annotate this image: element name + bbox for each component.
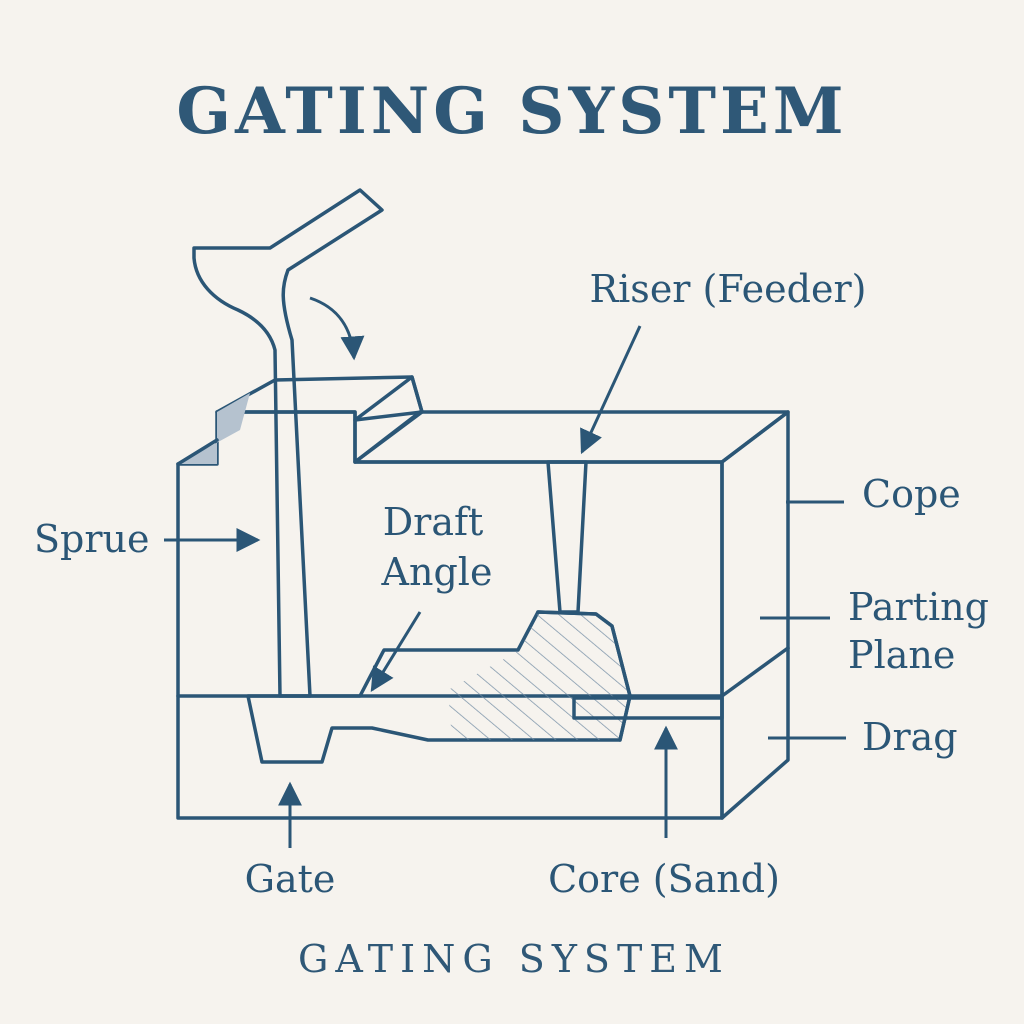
riser-pointer — [580, 325, 642, 455]
label-draft-angle-line2: Angle — [381, 550, 493, 594]
label-gate: Gate — [245, 857, 336, 901]
sprue-assembly — [192, 188, 384, 698]
label-drag: Drag — [862, 715, 958, 759]
sprue-channel — [192, 188, 384, 698]
label-riser: Riser (Feeder) — [590, 267, 867, 311]
pour-direction-arrow — [309, 296, 365, 361]
label-cope: Cope — [862, 472, 961, 516]
cope-step-ledge — [353, 375, 424, 464]
page-title: GATING SYSTEM — [176, 74, 847, 149]
page-subtitle: GATING SYSTEM — [298, 937, 730, 981]
left-step-top — [178, 393, 250, 464]
mold-block — [176, 375, 790, 820]
draft-angle-pointer — [370, 611, 422, 693]
cope-top-surface — [353, 410, 790, 464]
label-sprue: Sprue — [34, 517, 149, 561]
core-block — [448, 612, 630, 740]
core-insert — [572, 696, 724, 720]
riser-channel — [546, 460, 588, 614]
label-parting-plane-line1: Parting — [848, 585, 989, 629]
label-core: Core (Sand) — [548, 857, 780, 901]
label-parting-plane-line2: Plane — [848, 633, 955, 677]
label-draft-angle-line1: Draft — [383, 500, 484, 544]
mold-side-face — [720, 410, 790, 820]
